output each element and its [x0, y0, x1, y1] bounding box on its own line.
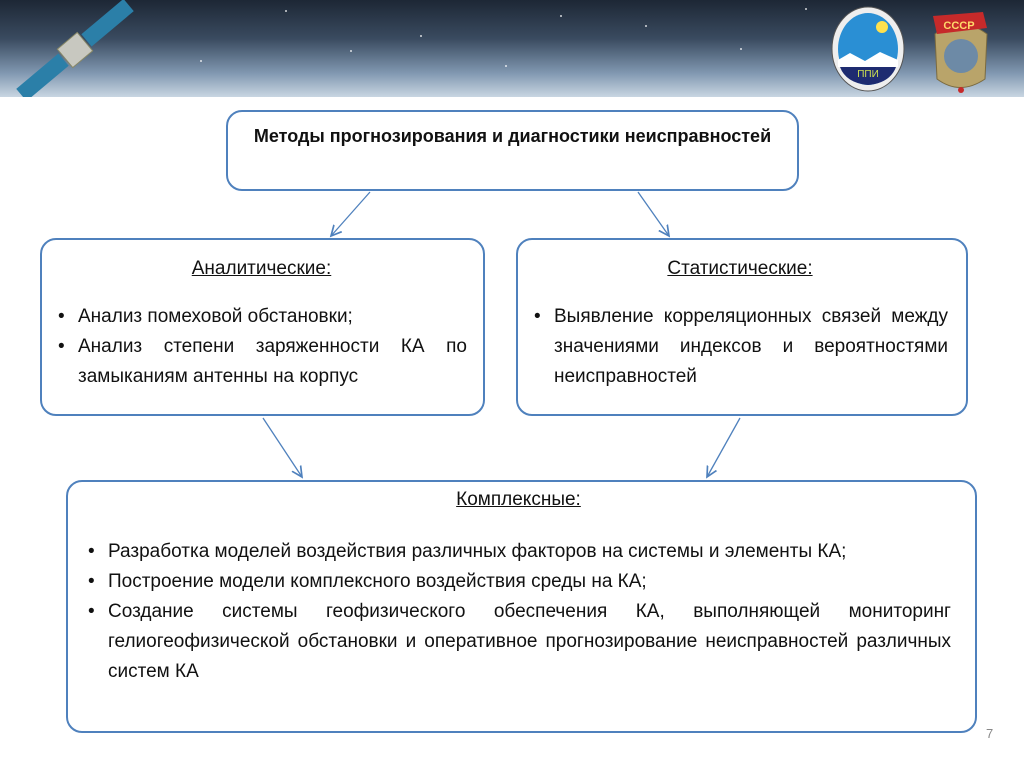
- complex-heading: Комплексные:: [456, 489, 581, 510]
- ussr-order-emblem: СССР: [933, 12, 988, 93]
- page-number: 7: [986, 726, 994, 741]
- arrow: [707, 417, 741, 477]
- statistic-methods-box: Статистические: Выявление корреляционных…: [516, 238, 968, 416]
- list-item: Построение модели комплексного воздейств…: [86, 567, 951, 597]
- list-item: Анализ степени заряженности КА по замыка…: [56, 332, 467, 392]
- header-banner: ППИ СССР: [0, 0, 1024, 97]
- list-item: Анализ помеховой обстановки;: [56, 302, 467, 332]
- complex-methods-box: Комплексные: Разработка моделей воздейст…: [66, 480, 977, 733]
- analytic-methods-box: Аналитические: Анализ помеховой обстанов…: [40, 238, 485, 416]
- emblem-text: СССР: [943, 20, 974, 32]
- arrow: [637, 191, 669, 236]
- analytic-heading: Аналитические:: [191, 258, 332, 279]
- emblem-text: ППИ: [857, 69, 879, 80]
- diagram-title: Методы прогнозирования и диагностики неи…: [253, 126, 772, 146]
- list-item: Разработка моделей воздействия различных…: [86, 537, 951, 567]
- list-item: Создание системы геофизического обеспече…: [86, 597, 951, 687]
- institute-emblem: ППИ: [831, 6, 905, 92]
- statistic-heading: Статистические:: [667, 258, 813, 279]
- list-item: Выявление корреляционных связей между зн…: [532, 302, 948, 392]
- satellite-icon: [16, 0, 134, 97]
- title-box: Методы прогнозирования и диагностики неи…: [226, 110, 799, 191]
- arrow: [331, 191, 371, 236]
- arrow: [262, 417, 302, 477]
